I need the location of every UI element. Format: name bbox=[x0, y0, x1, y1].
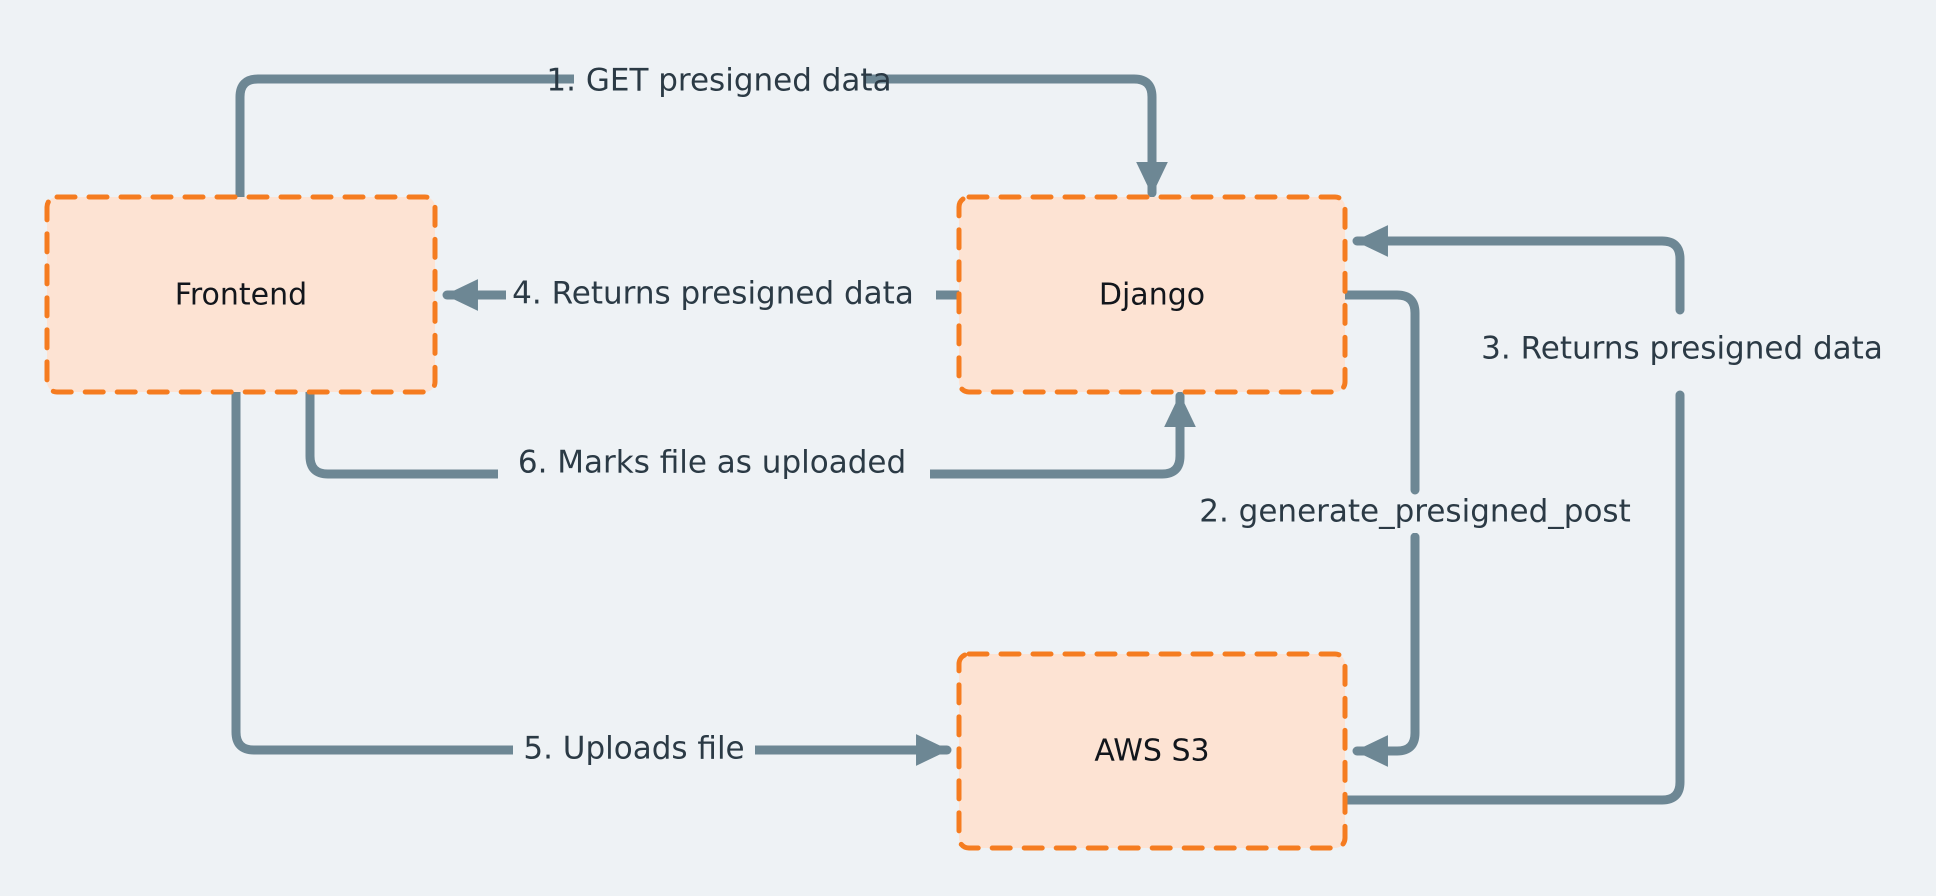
edge-6-label-backdrop bbox=[498, 445, 930, 483]
edge-5-label-backdrop bbox=[513, 731, 755, 769]
node-aws-s3-box[interactable] bbox=[956, 651, 1348, 851]
edge-5-uploads-file: 5. Uploads file bbox=[231, 387, 952, 769]
edge-6-path-right bbox=[923, 391, 1196, 479]
edge-1-get-presigned-data: 1. GET presigned data bbox=[235, 62, 1168, 202]
edge-2-generate-presigned-post: 2. generate_presigned_post bbox=[1196, 290, 1634, 767]
node-aws-s3-label: AWS S3 bbox=[1094, 734, 1209, 769]
edge-6-marks-file-as-uploaded: 6. Marks file as uploaded bbox=[305, 387, 1196, 483]
edge-4-label: 4. Returns presigned data bbox=[512, 276, 914, 312]
edge-3-path-upper bbox=[1352, 225, 1685, 315]
edge-2-path-lower bbox=[1352, 532, 1420, 767]
edge-4-returns-presigned-data: 4. Returns presigned data bbox=[442, 276, 964, 314]
edge-6-label: 6. Marks file as uploaded bbox=[518, 445, 906, 481]
edge-3-label: 3. Returns presigned data bbox=[1481, 331, 1883, 367]
edge-6-path-left bbox=[305, 387, 505, 479]
edge-3-returns-presigned-data: 3. Returns presigned data bbox=[1340, 225, 1888, 805]
edge-3-label-backdrop bbox=[1476, 331, 1888, 369]
edge-2-label-backdrop bbox=[1196, 495, 1634, 533]
edge-3-path-lower bbox=[1340, 390, 1685, 805]
node-django-box[interactable] bbox=[956, 194, 1348, 395]
edge-2-label: 2. generate_presigned_post bbox=[1199, 494, 1630, 530]
node-frontend[interactable]: Frontend bbox=[44, 194, 438, 395]
node-django[interactable]: Django bbox=[956, 194, 1348, 395]
edge-2-path-upper bbox=[1340, 290, 1420, 495]
edge-1-path-left bbox=[235, 74, 581, 202]
node-frontend-label: Frontend bbox=[175, 278, 307, 313]
edge-4-label-backdrop bbox=[506, 276, 936, 314]
edge-5-path-left bbox=[231, 387, 520, 755]
node-django-label: Django bbox=[1099, 278, 1205, 313]
edge-5-label: 5. Uploads file bbox=[523, 731, 744, 767]
node-aws-s3[interactable]: AWS S3 bbox=[956, 651, 1348, 851]
edge-1-path-right bbox=[857, 74, 1168, 198]
node-frontend-box[interactable] bbox=[44, 194, 438, 395]
edge-1-label-backdrop bbox=[574, 62, 864, 98]
edge-1-label: 1. GET presigned data bbox=[546, 63, 891, 99]
